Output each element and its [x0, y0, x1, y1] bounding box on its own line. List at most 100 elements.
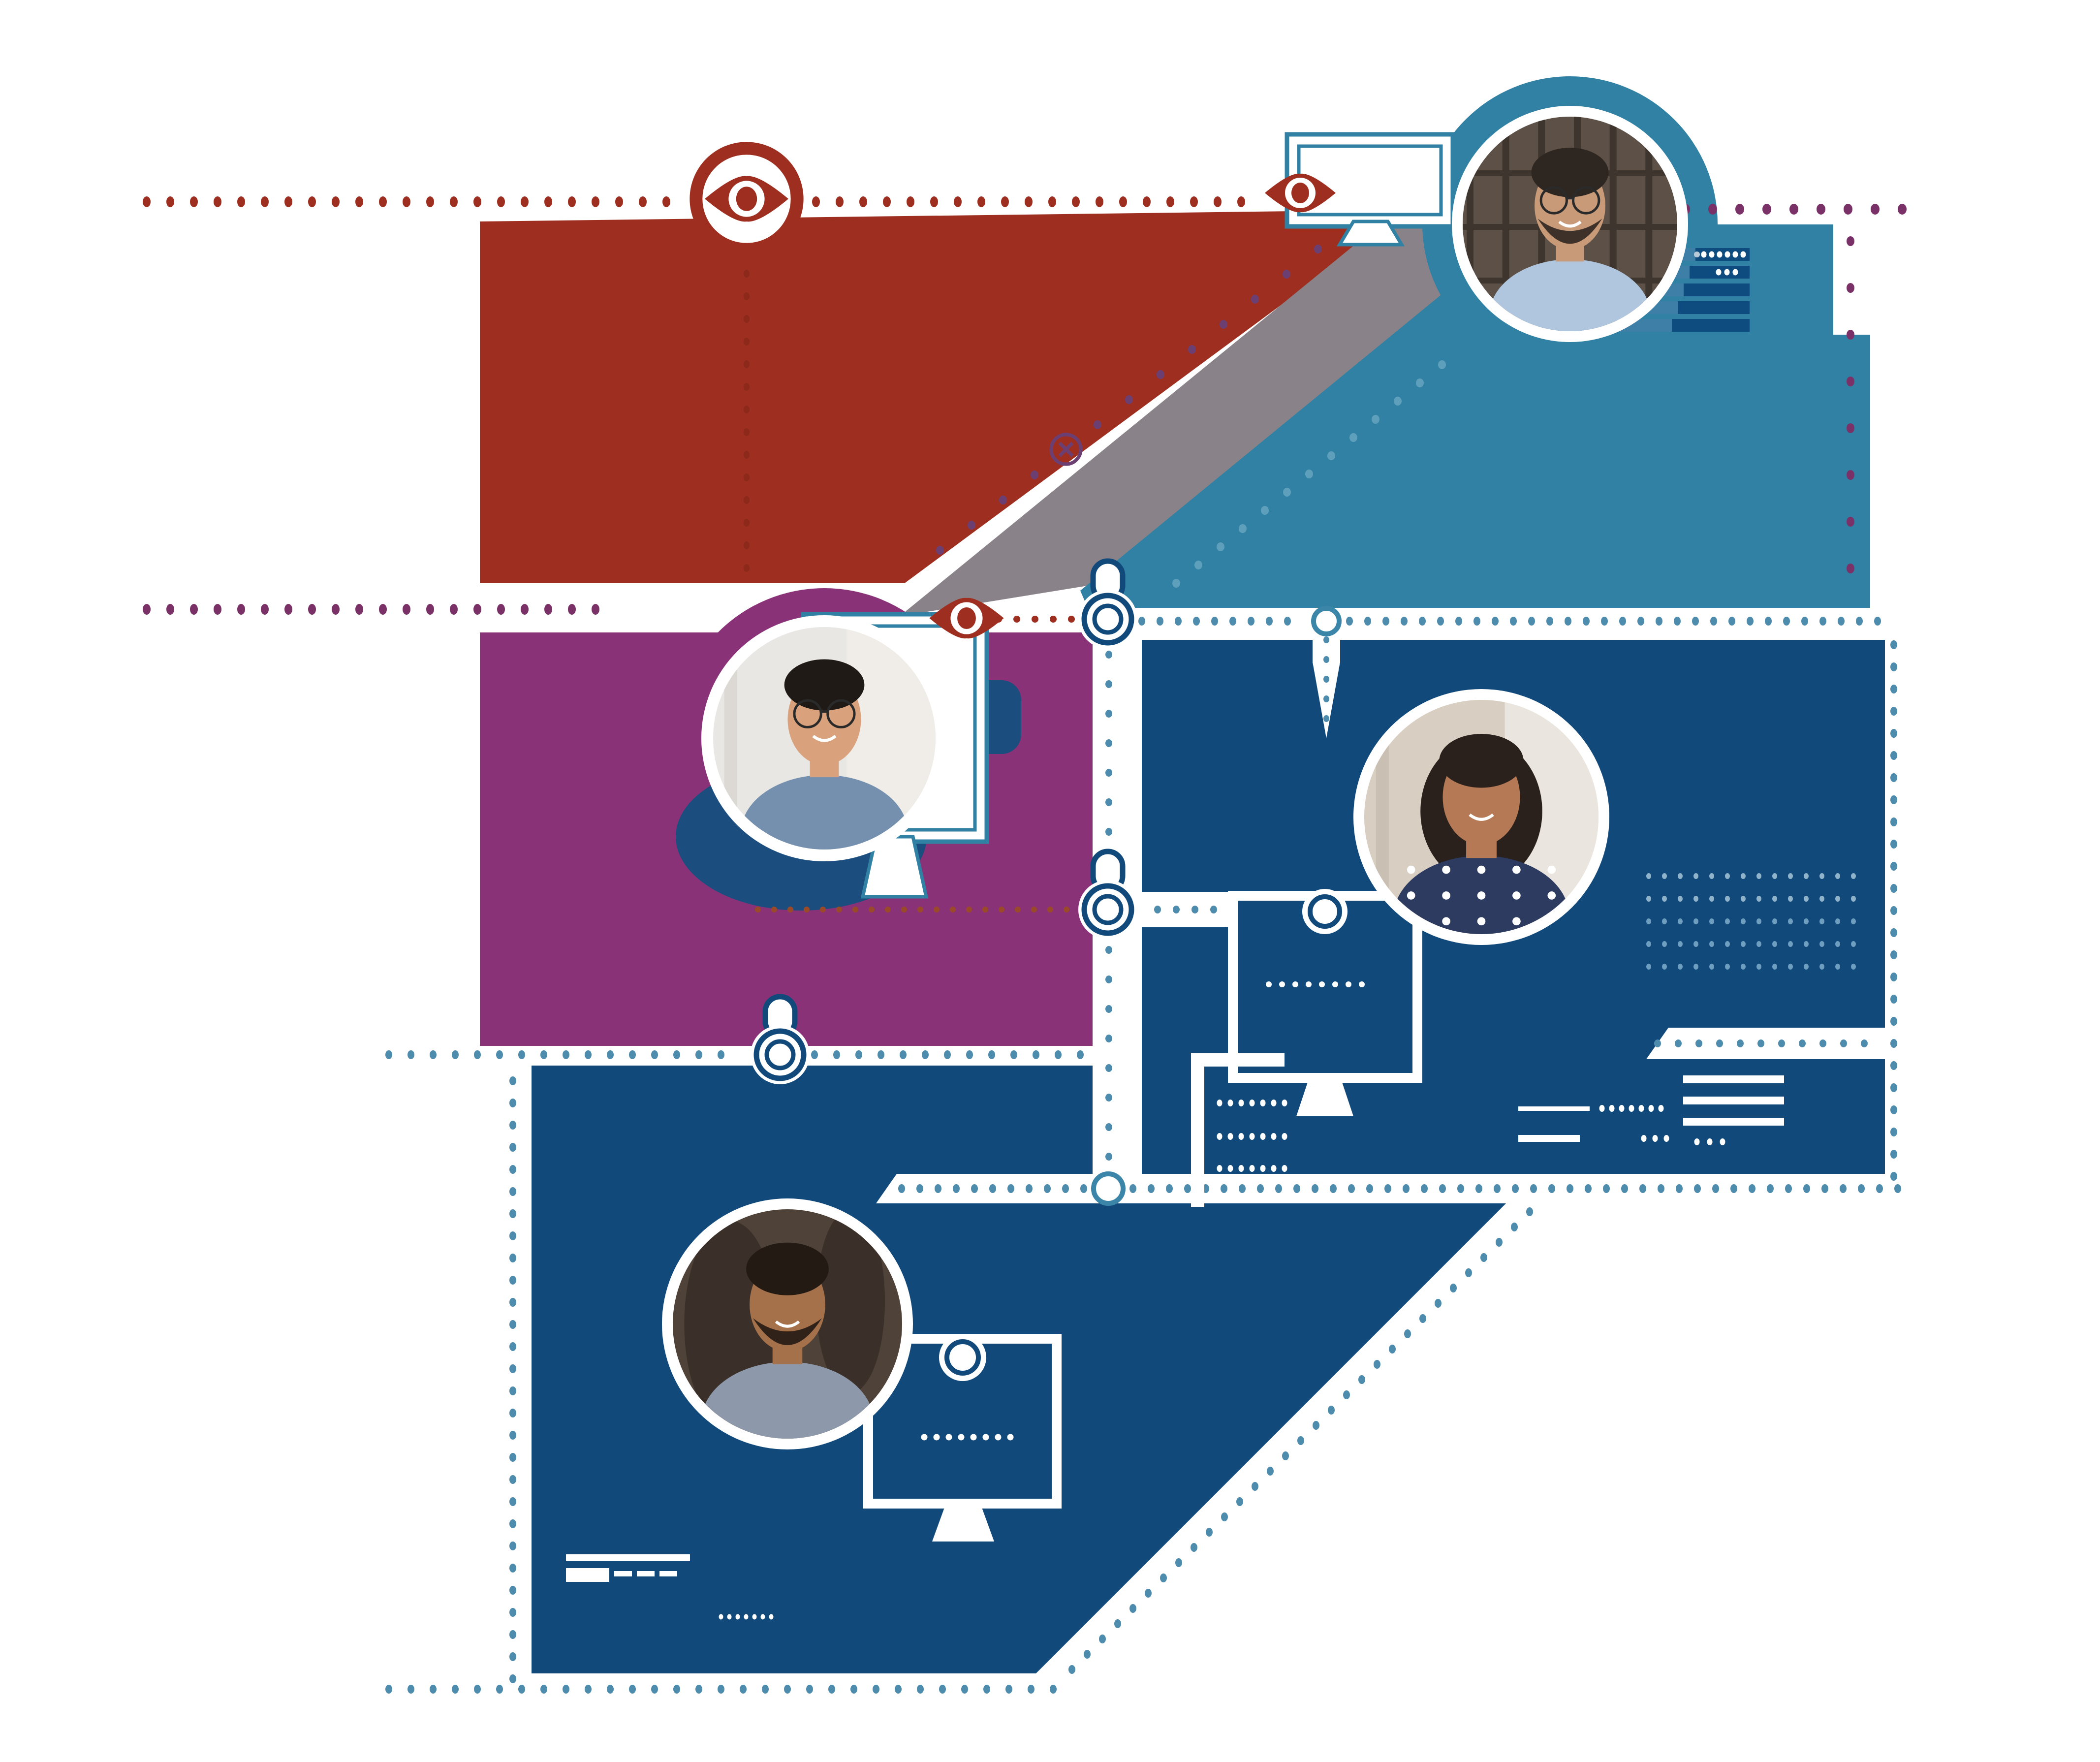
dot — [1707, 1138, 1713, 1145]
dots-teal-diagonal — [1172, 360, 1446, 588]
dot — [1249, 1165, 1255, 1172]
dot — [1530, 1184, 1537, 1193]
dots-under-eye — [744, 247, 750, 572]
monitor-stand — [860, 835, 929, 899]
dot — [403, 196, 410, 207]
dot — [1284, 617, 1291, 626]
dot — [1728, 617, 1735, 626]
dot — [1737, 1039, 1744, 1047]
dot — [1455, 617, 1462, 626]
dot — [1629, 1105, 1634, 1112]
dot — [935, 1184, 941, 1193]
dot — [744, 519, 750, 527]
dot — [1172, 579, 1180, 588]
dot — [1437, 617, 1444, 626]
dot — [1323, 715, 1329, 722]
dot — [1756, 896, 1761, 902]
bar-row-dark — [1672, 319, 1750, 332]
dot — [1323, 656, 1329, 663]
photo — [1463, 117, 1677, 331]
dot — [1374, 1360, 1380, 1369]
dot — [1238, 1194, 1244, 1201]
dot — [1732, 251, 1738, 258]
dot — [1692, 617, 1699, 626]
dot — [1817, 204, 1825, 215]
dot — [744, 1614, 749, 1620]
dot — [1227, 1165, 1233, 1172]
dot — [1214, 196, 1222, 207]
monitor-screen-dot — [1319, 981, 1325, 987]
dot — [1890, 906, 1897, 915]
monitor-webcam-lens — [1308, 894, 1342, 929]
dot — [496, 1050, 503, 1059]
dot — [1496, 1238, 1503, 1247]
dot — [540, 1050, 547, 1059]
dot — [509, 1231, 516, 1240]
dot — [1050, 1685, 1057, 1694]
dot — [1662, 918, 1667, 924]
dot — [1890, 1172, 1897, 1181]
dots-bp-top-b — [811, 1050, 1084, 1059]
dot — [1005, 1685, 1012, 1694]
dot — [1125, 395, 1133, 404]
dot — [1010, 1050, 1017, 1059]
dot — [1740, 251, 1746, 258]
webcam-halo — [1078, 880, 1137, 939]
smile — [1558, 220, 1582, 228]
dot — [518, 1050, 525, 1059]
dot — [540, 1685, 547, 1694]
hair-front — [784, 659, 865, 711]
dot — [629, 1050, 636, 1059]
dot — [1001, 196, 1009, 207]
dot — [1674, 617, 1681, 626]
dot — [1282, 1194, 1287, 1201]
dot — [497, 604, 505, 615]
dot — [1693, 941, 1698, 947]
dot — [563, 1685, 569, 1694]
dot — [1421, 1184, 1428, 1193]
dot — [1662, 964, 1667, 970]
dot — [1799, 1039, 1806, 1047]
dot — [744, 383, 750, 391]
dot — [261, 196, 269, 207]
dot — [1724, 269, 1730, 276]
bar-row-dark — [1678, 301, 1750, 314]
dot — [1788, 918, 1793, 924]
dot — [1283, 270, 1290, 279]
dot — [1260, 1100, 1266, 1106]
dot — [1741, 918, 1746, 924]
dot — [1105, 798, 1112, 806]
dot — [1638, 1105, 1644, 1112]
dot — [966, 1050, 973, 1059]
dot — [1717, 251, 1723, 258]
dot — [1585, 1184, 1592, 1193]
dot — [585, 1050, 592, 1059]
dots-bar-row-2 — [1716, 269, 1738, 276]
dot — [1080, 1184, 1087, 1193]
dot — [1648, 1105, 1654, 1112]
dot — [1217, 542, 1224, 551]
dot — [1762, 204, 1771, 215]
dot — [873, 1685, 879, 1694]
dot — [1601, 617, 1608, 626]
dot — [885, 907, 891, 912]
dot — [1890, 707, 1897, 716]
dot — [1173, 906, 1180, 913]
dot — [1890, 795, 1897, 804]
dot — [1251, 295, 1259, 304]
dot — [1695, 1039, 1702, 1047]
dot — [332, 196, 340, 207]
dot — [143, 604, 151, 615]
dot — [1725, 964, 1730, 970]
polka-dot — [1477, 865, 1486, 874]
dot — [1720, 1138, 1725, 1145]
webcam-halo — [751, 1025, 810, 1084]
dot — [1148, 1184, 1155, 1193]
dot — [1175, 617, 1182, 626]
dot — [936, 546, 944, 555]
thin-line-a — [1518, 1106, 1590, 1111]
dot — [989, 1184, 996, 1193]
participant-purple — [701, 615, 947, 861]
dot — [1678, 918, 1683, 924]
